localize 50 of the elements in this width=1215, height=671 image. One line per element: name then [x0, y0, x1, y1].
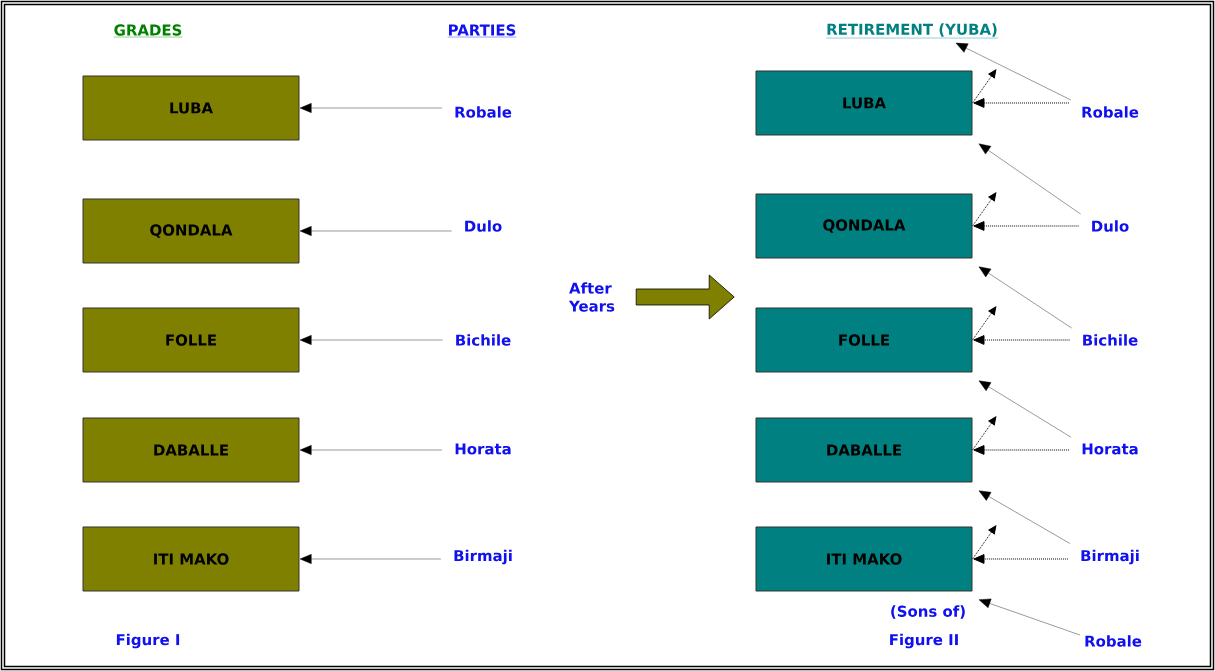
party-label: Birmaji — [1081, 549, 1139, 565]
arrow — [955, 42, 1072, 101]
arrow — [973, 221, 1080, 231]
grade-box: LUBA — [82, 75, 300, 141]
figure-caption: Figure II — [890, 633, 958, 649]
party-label: Birmaji — [454, 549, 512, 565]
arrow — [299, 335, 443, 345]
arrow — [973, 335, 1071, 345]
figure-caption: Figure I — [116, 633, 180, 649]
party-label: Dulo — [1092, 220, 1129, 232]
arrow — [973, 445, 1070, 455]
grade-box: DABALLE — [755, 417, 973, 483]
arrow — [973, 98, 1070, 108]
grade-box: LUBA — [755, 70, 973, 136]
arrow — [299, 103, 443, 113]
arrow — [972, 192, 997, 227]
arrow — [978, 143, 1081, 215]
party-label: Dulo — [465, 220, 502, 232]
arrow — [972, 416, 997, 451]
heading: PARTIES — [447, 24, 517, 38]
arrow — [635, 274, 735, 320]
heading: RETIREMENT (YUBA) — [825, 23, 999, 39]
arrow — [978, 380, 1072, 438]
grade-box: FOLLE — [82, 307, 300, 373]
grade-box: QONDALA — [82, 198, 300, 264]
arrow — [978, 598, 1081, 636]
party-label: Robale — [1082, 106, 1139, 118]
arrow — [978, 266, 1072, 329]
arrow — [978, 490, 1071, 544]
party-label: Horata — [455, 443, 511, 455]
grade-box: DABALLE — [82, 417, 300, 483]
arrow — [299, 554, 442, 564]
party-label: Robale — [455, 106, 512, 118]
grade-box: ITI MAKO — [82, 526, 300, 592]
party-label: Bichile — [456, 334, 511, 346]
figure-caption: (Sons of) — [891, 605, 965, 619]
arrow — [972, 306, 997, 341]
arrow-caption: After Years — [568, 282, 615, 312]
party-label: Horata — [1082, 443, 1138, 455]
arrow — [973, 554, 1069, 564]
grade-box: QONDALA — [755, 193, 973, 259]
grade-box: FOLLE — [755, 307, 973, 373]
arrow — [299, 445, 443, 455]
party-label: Robale — [1085, 635, 1142, 647]
party-label: Bichile — [1083, 334, 1138, 346]
heading: GRADES — [113, 24, 183, 38]
arrow — [972, 525, 997, 560]
grade-box: ITI MAKO — [755, 526, 973, 592]
arrow — [299, 226, 452, 236]
arrow — [972, 69, 997, 104]
